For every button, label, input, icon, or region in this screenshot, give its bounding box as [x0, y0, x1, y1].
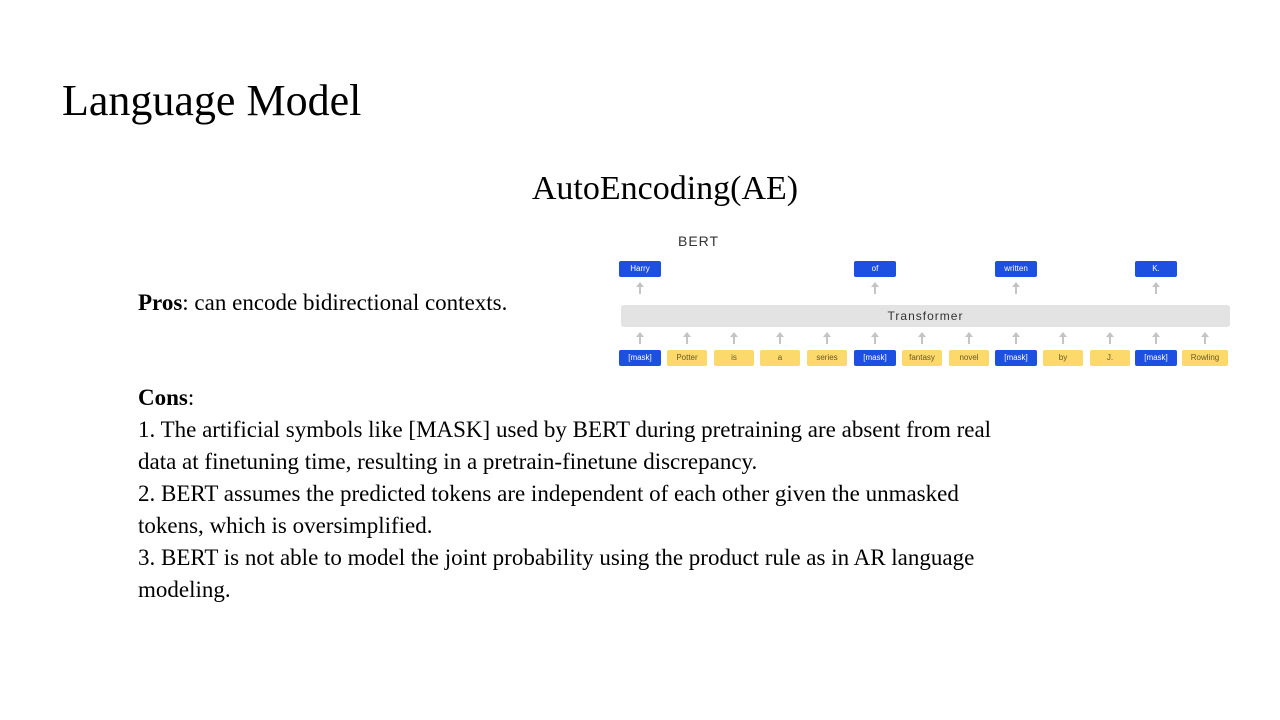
cons-paragraph: Cons: 1. The artificial symbols like [MA… [138, 382, 1148, 606]
cons-line: data at finetuning time, resulting in a … [138, 449, 758, 474]
transformer-block: Transformer [621, 305, 1230, 327]
slide-title: Language Model [62, 76, 362, 125]
input-arrow [1012, 332, 1020, 344]
predicted-token: Harry [619, 261, 661, 277]
cons-line: 2. BERT assumes the predicted tokens are… [138, 481, 959, 506]
output-arrow [1152, 282, 1160, 294]
predicted-token: written [995, 261, 1037, 277]
cons-line: 3. BERT is not able to model the joint p… [138, 545, 975, 570]
input-arrow [1152, 332, 1160, 344]
input-arrow [965, 332, 973, 344]
input-arrow [1201, 332, 1209, 344]
input-token: Rowling [1182, 350, 1228, 366]
predicted-token: of [854, 261, 896, 277]
input-token: Potter [667, 350, 707, 366]
input-token: fantasy [902, 350, 942, 366]
input-token: J. [1090, 350, 1130, 366]
input-token: is [714, 350, 754, 366]
mask-token: [mask] [854, 350, 896, 366]
input-arrow [730, 332, 738, 344]
cons-line: modeling. [138, 577, 231, 602]
input-token: series [807, 350, 847, 366]
mask-token: [mask] [1135, 350, 1177, 366]
cons-heading: Cons: [138, 382, 1148, 414]
input-token: by [1043, 350, 1083, 366]
pros-paragraph: Pros: can encode bidirectional contexts. [138, 287, 507, 319]
cons-label: Cons [138, 385, 188, 410]
input-arrow [918, 332, 926, 344]
bert-label: BERT [678, 233, 720, 249]
mask-token: [mask] [995, 350, 1037, 366]
input-token: a [760, 350, 800, 366]
input-arrow [1106, 332, 1114, 344]
mask-token: [mask] [619, 350, 661, 366]
input-arrow [823, 332, 831, 344]
cons-colon: : [187, 385, 195, 410]
output-arrow [1012, 282, 1020, 294]
cons-line: tokens, which is oversimplified. [138, 513, 433, 538]
slide-subtitle: AutoEncoding(AE) [531, 170, 799, 207]
pros-label: Pros [138, 290, 183, 315]
output-arrow [636, 282, 644, 294]
pros-text: : can encode bidirectional contexts. [182, 290, 508, 315]
input-token: novel [949, 350, 989, 366]
output-arrow [871, 282, 879, 294]
input-arrow [776, 332, 784, 344]
input-arrow [636, 332, 644, 344]
cons-line: 1. The artificial symbols like [MASK] us… [138, 417, 992, 442]
input-arrow [871, 332, 879, 344]
input-arrow [1059, 332, 1067, 344]
predicted-token: K. [1135, 261, 1177, 277]
input-arrow [683, 332, 691, 344]
